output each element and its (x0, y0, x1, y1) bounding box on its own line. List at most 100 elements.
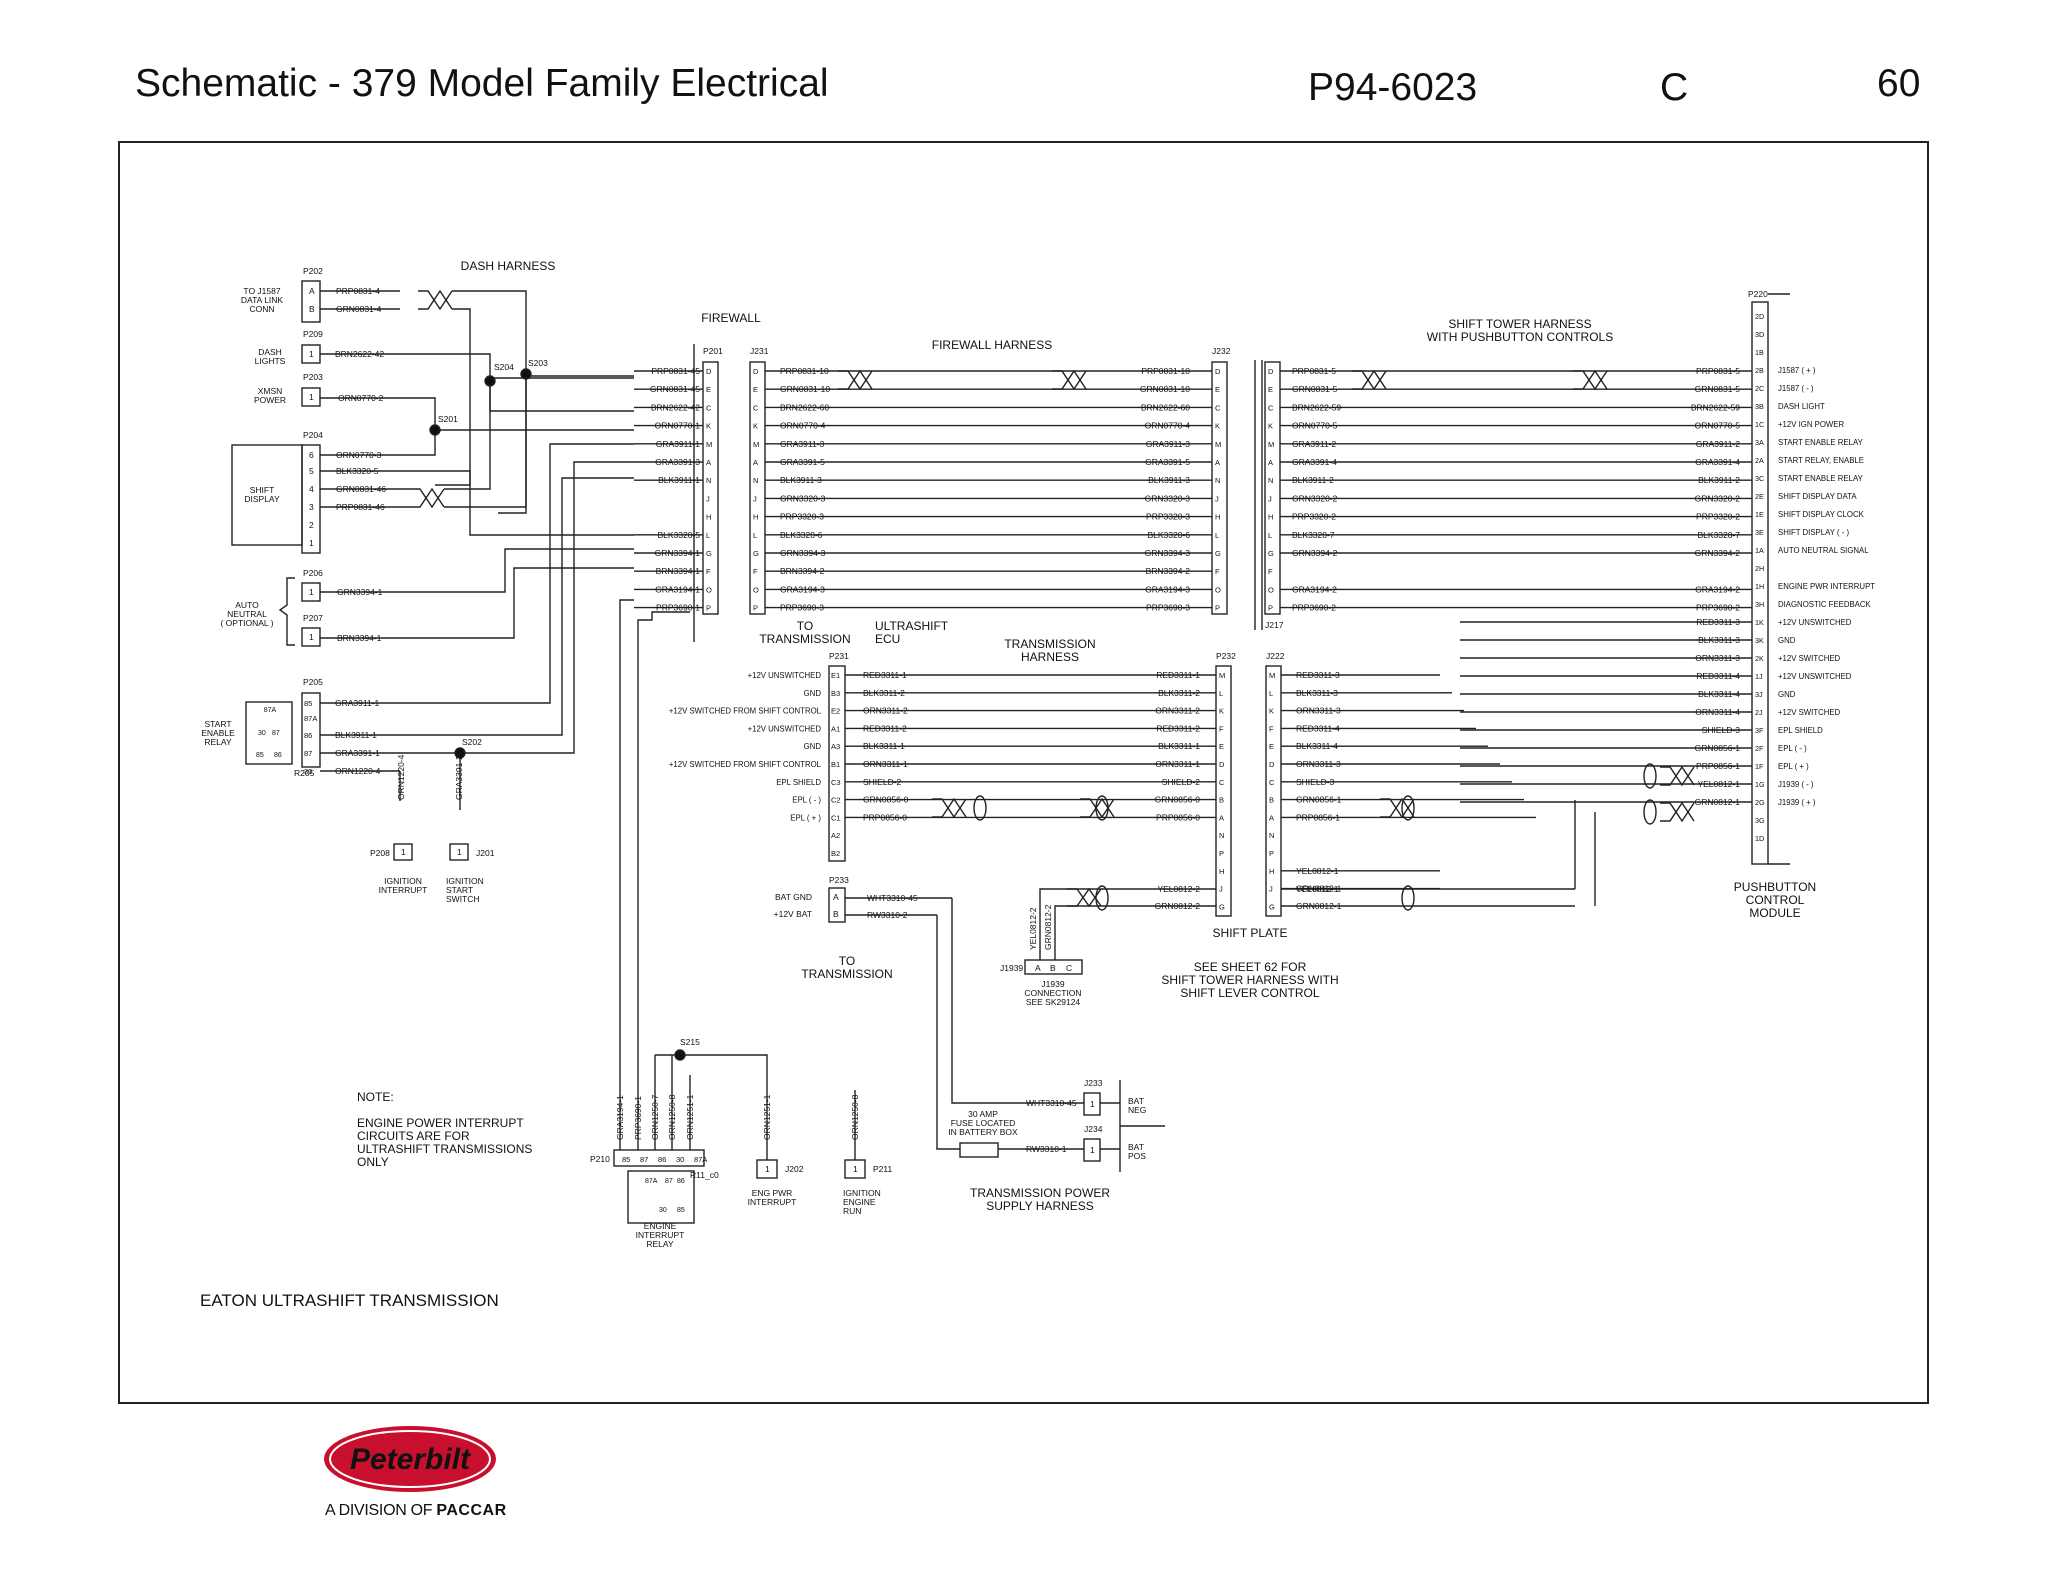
label: J217 (1265, 620, 1284, 630)
label: GRN0831-5 (1695, 384, 1741, 394)
wire (637, 611, 690, 1150)
label: BLK3311-4 (1296, 741, 1338, 751)
label: GRA3194-2 (1292, 584, 1337, 594)
label: ORN1250-7 (650, 1094, 660, 1140)
eng-pwr-interrupt-label: ENG PWR (752, 1188, 793, 1198)
wire (444, 375, 634, 508)
label: 87 (665, 1178, 673, 1185)
label: GRN3320-2 (1695, 493, 1741, 503)
p233-connector (828, 887, 846, 923)
label: C (706, 403, 712, 412)
label: +12V UNSWITCHED (748, 671, 822, 680)
division-name: PACCAR (436, 1502, 507, 1519)
label: F (706, 567, 711, 576)
label: B3 (831, 689, 840, 698)
label: 87 (640, 1155, 648, 1164)
label: 85 (677, 1207, 685, 1214)
shift-display-label: DISPLAY (244, 494, 280, 504)
label: F (1215, 567, 1220, 576)
splice-dot (484, 375, 496, 387)
twist (1660, 802, 1695, 823)
pushbutton-module-label: CONTROL (1746, 893, 1805, 907)
label: P233 (829, 875, 849, 885)
label: GRN3320-3 (1145, 493, 1191, 503)
label: 3C (1755, 474, 1764, 483)
label: SHIELD-3 (1296, 777, 1335, 787)
label: 1 (309, 349, 314, 359)
p205-connector (301, 692, 321, 768)
label: O (1268, 585, 1274, 594)
label: 1 (309, 392, 314, 402)
label: ORN3311-2 (863, 706, 908, 716)
start-enable-relay (245, 701, 293, 765)
label: SHIFT DISPLAY CLOCK (1778, 510, 1865, 519)
label: SHIELD-3 (1702, 725, 1741, 735)
label: P208 (370, 848, 390, 858)
label: BRN2622-59 (1292, 402, 1341, 412)
label: GRN3394-1 (655, 548, 701, 558)
label: D (1268, 367, 1274, 376)
label: ORN3311-2 (1155, 706, 1200, 716)
ecu-label: ECU (875, 632, 900, 646)
label: A (1269, 813, 1274, 822)
label: GRN0812-2 (1155, 901, 1201, 911)
wire (410, 548, 634, 593)
label: F (1269, 724, 1274, 733)
label: C2 (831, 796, 841, 805)
label: GRN3394-2 (1695, 548, 1741, 558)
label: BRN3394-1 (337, 633, 382, 643)
label: GRA3194-2 (1695, 584, 1740, 594)
label: PRP0831-10 (1141, 366, 1190, 376)
j233-connector (1083, 1092, 1101, 1116)
label: BLK3311-1 (1158, 741, 1200, 751)
label: BLK3311-4 (1698, 689, 1740, 699)
label: P205 (303, 677, 323, 687)
logo-wordmark: Peterbilt (350, 1443, 472, 1476)
label: A (706, 458, 711, 467)
label: START RELAY, ENABLE (1778, 456, 1864, 465)
label: P211 (873, 1164, 892, 1174)
label: J (706, 494, 710, 503)
label: A2 (831, 831, 840, 840)
pushbutton-module-label: PUSHBUTTON (1734, 880, 1816, 894)
label: RW3310-1 (1026, 1144, 1067, 1154)
start-relay-label: RELAY (204, 737, 232, 747)
label: BLK3911-3 (780, 475, 822, 485)
twist (1660, 801, 1695, 822)
label: BLK3311-3 (1698, 635, 1740, 645)
label: 3D (1755, 330, 1764, 339)
note-text: ULTRASHIFT TRANSMISSIONS (357, 1142, 532, 1156)
label: P204 (303, 430, 323, 440)
label: EPL ( - ) (1778, 744, 1807, 753)
label: J (1268, 494, 1272, 503)
label: D (1269, 760, 1275, 769)
label: SHIELD-2 (863, 777, 902, 787)
label: H (706, 513, 711, 522)
label: ORN0770-5 (1695, 421, 1741, 431)
shift-tower-title: WITH PUSHBUTTON CONTROLS (1427, 330, 1613, 344)
label: +12V UNSWITCHED (1778, 618, 1852, 627)
label: SHIELD-2 (1162, 777, 1201, 787)
label: GRA3391-2 (454, 755, 464, 800)
label: BRN2622-60 (1141, 402, 1190, 412)
label: ORN1250-8 (667, 1094, 677, 1140)
label: M (1269, 671, 1275, 680)
label: 2D (1755, 312, 1764, 321)
label: 3H (1755, 600, 1764, 609)
label: EPL ( + ) (1778, 762, 1809, 771)
label: YEL0812-1 (1296, 884, 1339, 894)
label: J202 (785, 1164, 804, 1174)
label: 87 (304, 749, 312, 758)
label: GRN3394-1 (337, 587, 383, 597)
label: J201 (476, 848, 495, 858)
label: P (753, 604, 758, 613)
label: P209 (303, 329, 323, 339)
splice-dot (520, 368, 532, 380)
label: 3B (1755, 402, 1764, 411)
splice-dot (454, 747, 466, 759)
label: ORN3311-3 (1296, 706, 1341, 716)
label: E1 (831, 671, 840, 680)
wire (444, 377, 634, 490)
dash-harness-title: DASH HARNESS (461, 259, 556, 273)
